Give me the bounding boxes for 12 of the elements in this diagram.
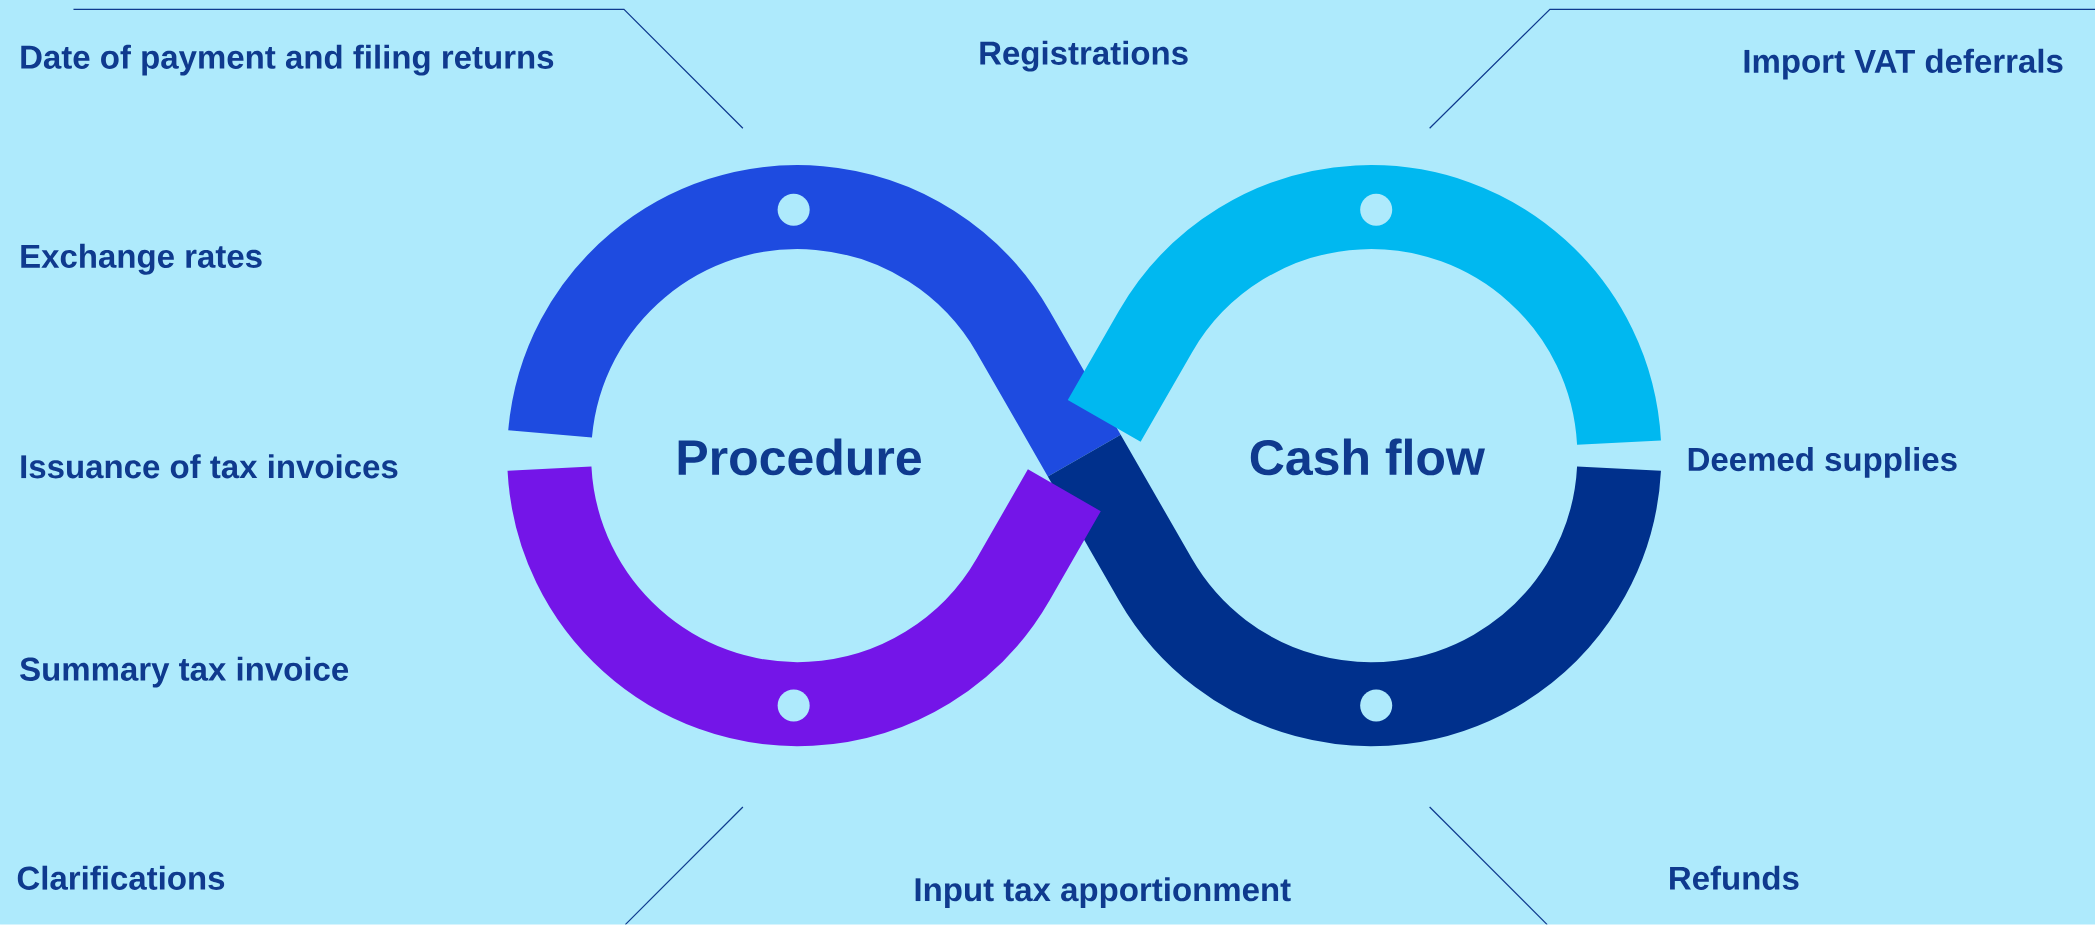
label: Import VAT deferrals: [1744, 48, 2063, 80]
label: Cash flow: [1250, 438, 1485, 476]
label: Exchange rates: [21, 243, 262, 275]
label: Procedure: [678, 438, 921, 476]
label: Clarifications: [17, 865, 225, 891]
label: Registrations: [980, 40, 1188, 72]
label: Refunds: [1670, 865, 1799, 891]
label: Summary tax invoice: [20, 656, 349, 688]
label: Input tax apportionment: [915, 877, 1291, 909]
label: Deemed supplies: [1688, 447, 1957, 478]
label: Issuance of tax invoices: [21, 454, 398, 479]
label: Date of payment and filing returns: [21, 44, 554, 76]
